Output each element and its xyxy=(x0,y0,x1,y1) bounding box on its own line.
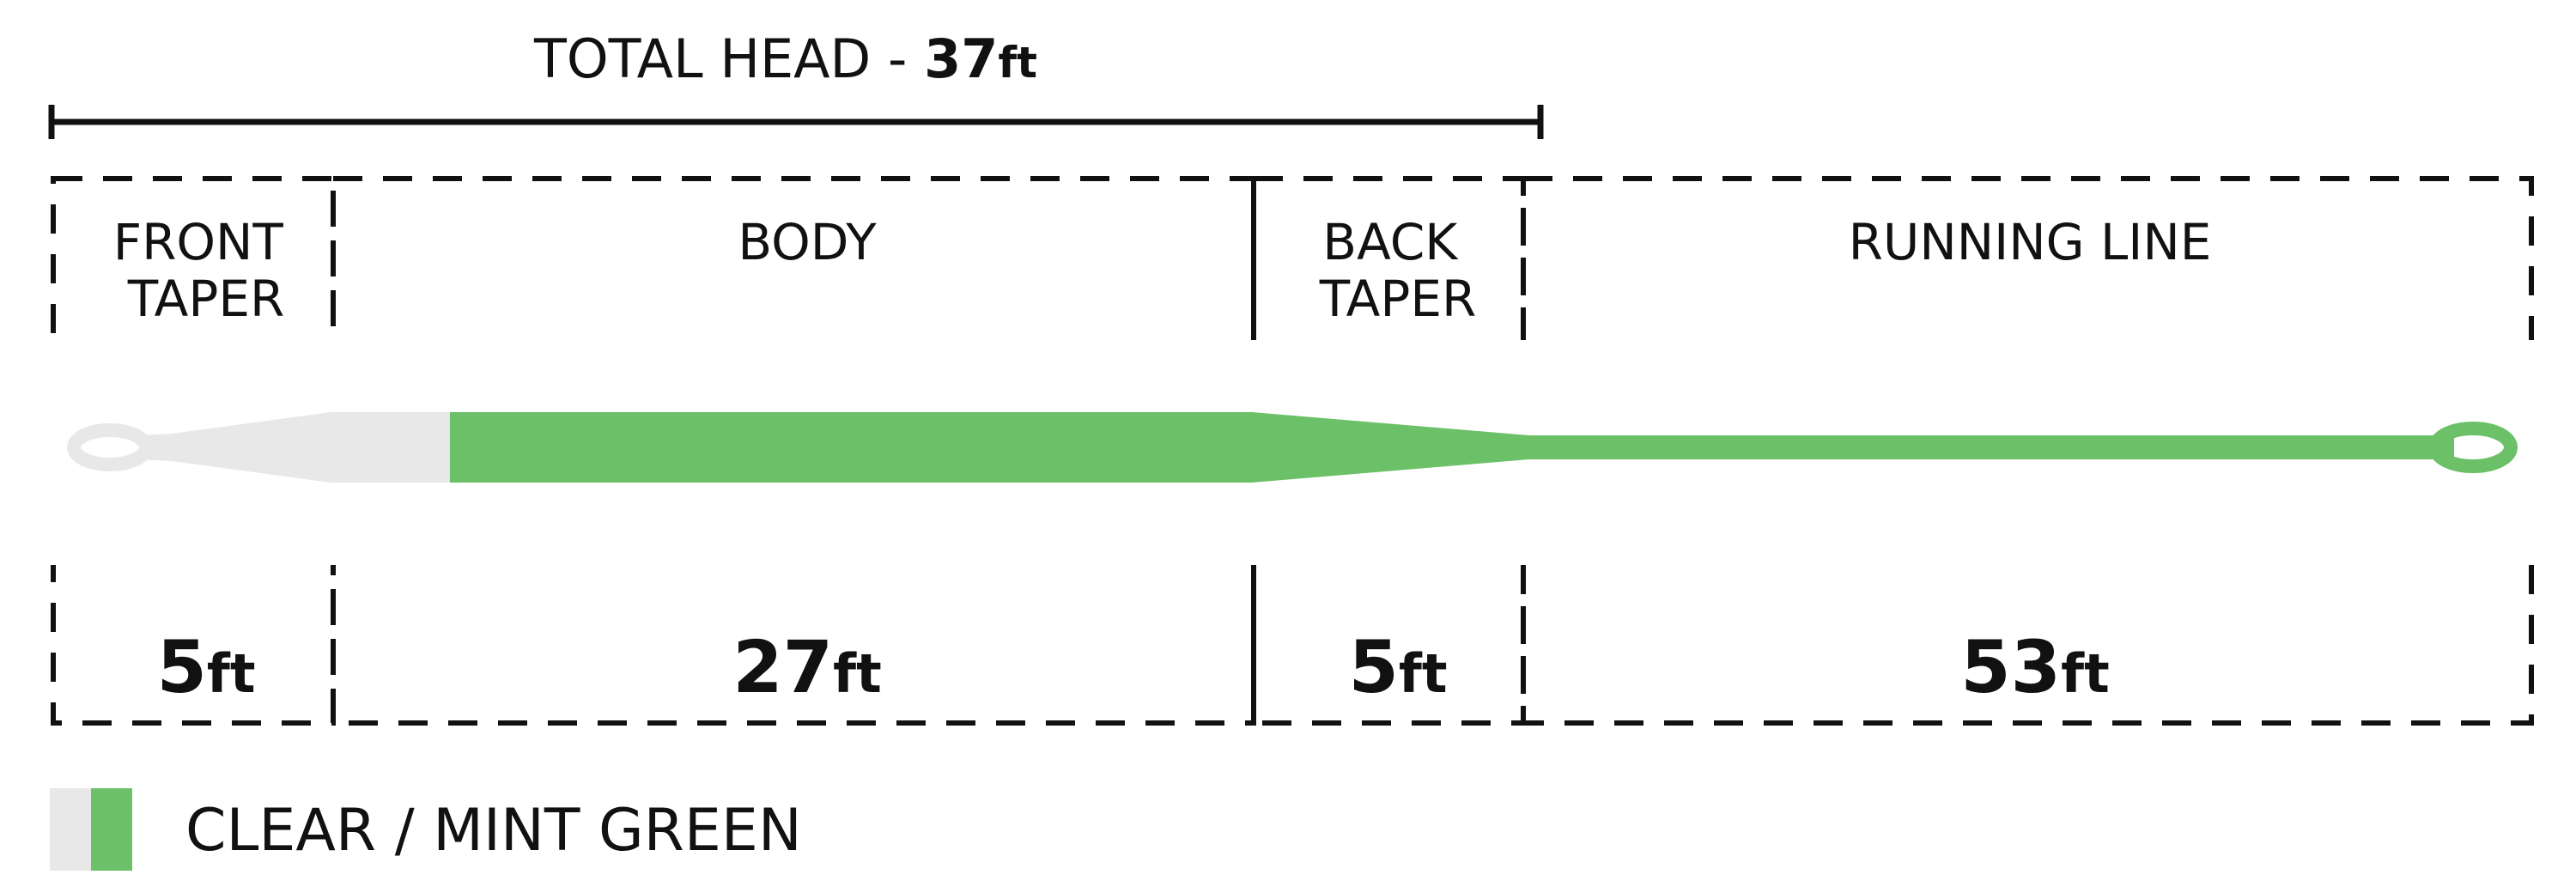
total-head-label: TOTAL HEAD - 37ft xyxy=(533,27,1037,90)
color-legend: CLEAR / MINT GREEN xyxy=(50,788,802,871)
front-taper-length-unit: ft xyxy=(207,642,256,705)
legend-label: CLEAR / MINT GREEN xyxy=(185,797,802,865)
back-taper-length-value: 5 xyxy=(1348,625,1398,709)
back-taper-label: BACK TAPER xyxy=(1319,213,1477,328)
front-taper-label: FRONT TAPER xyxy=(113,213,300,328)
section-lengths: 5ft 27ft 5ft 53ft xyxy=(156,625,2109,709)
total-head-dimension: TOTAL HEAD - 37ft xyxy=(48,27,1544,139)
running-line-length-unit: ft xyxy=(2061,642,2110,705)
legend-swatch-clear xyxy=(50,788,91,871)
body-length-value: 27 xyxy=(732,625,833,709)
front-taper-length: 5ft xyxy=(156,625,255,709)
running-line-box xyxy=(1521,176,2534,726)
body-label: BODY xyxy=(738,213,877,271)
back-taper-segment xyxy=(1252,412,1528,483)
back-taper-label-line2: TAPER xyxy=(1319,270,1477,328)
running-line-segment xyxy=(1527,435,2454,459)
total-head-label-text: TOTAL HEAD - xyxy=(533,27,924,90)
body-length-unit: ft xyxy=(833,642,882,705)
total-head-value: 37 xyxy=(924,27,998,90)
running-line-label: RUNNING LINE xyxy=(1849,213,2212,271)
legend-swatch-mint-green xyxy=(91,788,132,871)
front-taper-label-line2: TAPER xyxy=(127,270,285,328)
body-segment xyxy=(450,412,1254,483)
total-head-unit: ft xyxy=(998,38,1037,88)
front-taper-length-value: 5 xyxy=(156,625,206,709)
section-labels: FRONT TAPER BODY BACK TAPER RUNNING LINE xyxy=(113,213,2212,328)
running-line-length: 53ft xyxy=(1960,625,2110,709)
front-taper-label-line1: FRONT xyxy=(113,213,284,271)
back-taper-length: 5ft xyxy=(1348,625,1447,709)
front-taper-segment xyxy=(139,412,451,483)
fly-line-profile xyxy=(67,412,2518,483)
back-taper-label-line1: BACK xyxy=(1322,213,1459,271)
back-taper-length-unit: ft xyxy=(1399,642,1448,705)
rear-loop xyxy=(2428,422,2518,473)
running-line-length-value: 53 xyxy=(1960,625,2061,709)
body-length: 27ft xyxy=(732,625,882,709)
